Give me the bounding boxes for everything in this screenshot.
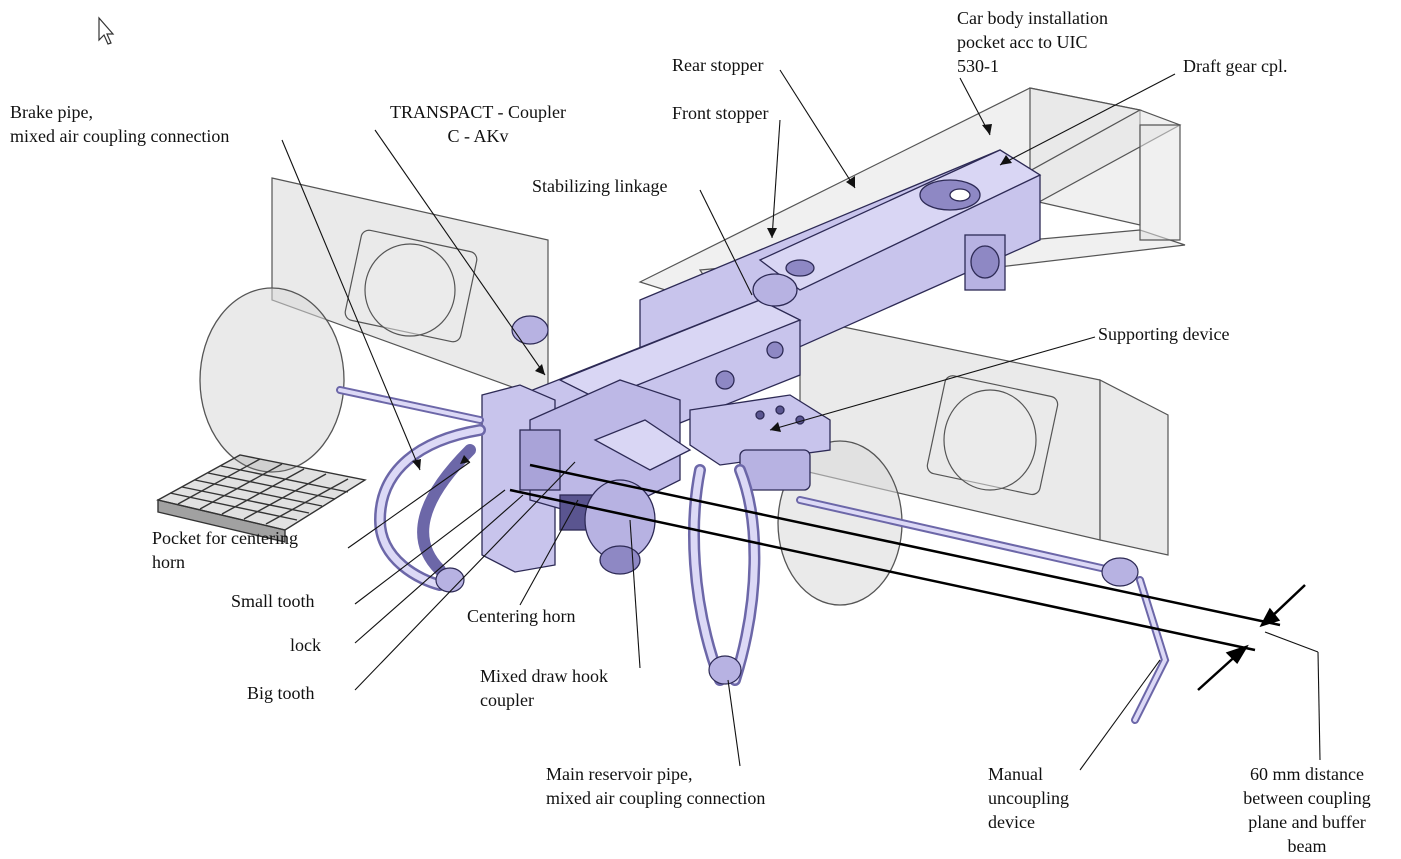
coupler-head (481, 379, 692, 575)
supporting-device-label: Supporting device (1098, 324, 1230, 344)
manual-uncoupling-label: Manual uncoupling device (988, 764, 1069, 832)
draft-gear-label: Draft gear cpl. (1183, 56, 1288, 76)
main-reservoir-pipe-label: Main reservoir pipe, mixed air coupling … (546, 764, 766, 808)
buffer-disc-left (199, 287, 345, 473)
air-coupling-connectors (435, 315, 1139, 685)
transpact-coupler-label: TRANSPACT - Coupler C - AKv (389, 102, 567, 146)
mouse-cursor-icon (98, 16, 115, 45)
supporting-device (689, 394, 831, 491)
rear-stopper-label: Rear stopper (672, 55, 764, 75)
pocket-centering-horn-label: Pocket for centering horn (152, 528, 298, 572)
lock-label: lock (290, 635, 321, 655)
main-reservoir-pipe-inner (690, 466, 758, 684)
big-tooth-label: Big tooth (247, 683, 315, 703)
buffer-flange-right (926, 375, 1059, 496)
small-tooth-label: Small tooth (231, 591, 315, 611)
stabilizing-linkage-label: Stabilizing linkage (532, 176, 668, 196)
mixed-draw-hook-label: Mixed draw hook coupler (480, 666, 608, 710)
brake-pipe-inner (376, 426, 484, 589)
coupling-plane-lines (509, 463, 1281, 652)
brake-pipe-label: Brake pipe, mixed air coupling connectio… (10, 102, 230, 146)
dimension-arrows (1197, 584, 1306, 691)
centering-horn-label: Centering horn (467, 606, 576, 626)
leader-lines (281, 69, 1321, 771)
centering-horn-pocket-grid (156, 454, 367, 543)
front-stopper-label: Front stopper (672, 103, 769, 123)
buffer-flange-left (344, 229, 478, 343)
car-body-pocket-label: Car body installation pocket acc to UIC … (957, 8, 1108, 76)
distance-note-label: 60 mm distance between coupling plane an… (1243, 764, 1371, 856)
